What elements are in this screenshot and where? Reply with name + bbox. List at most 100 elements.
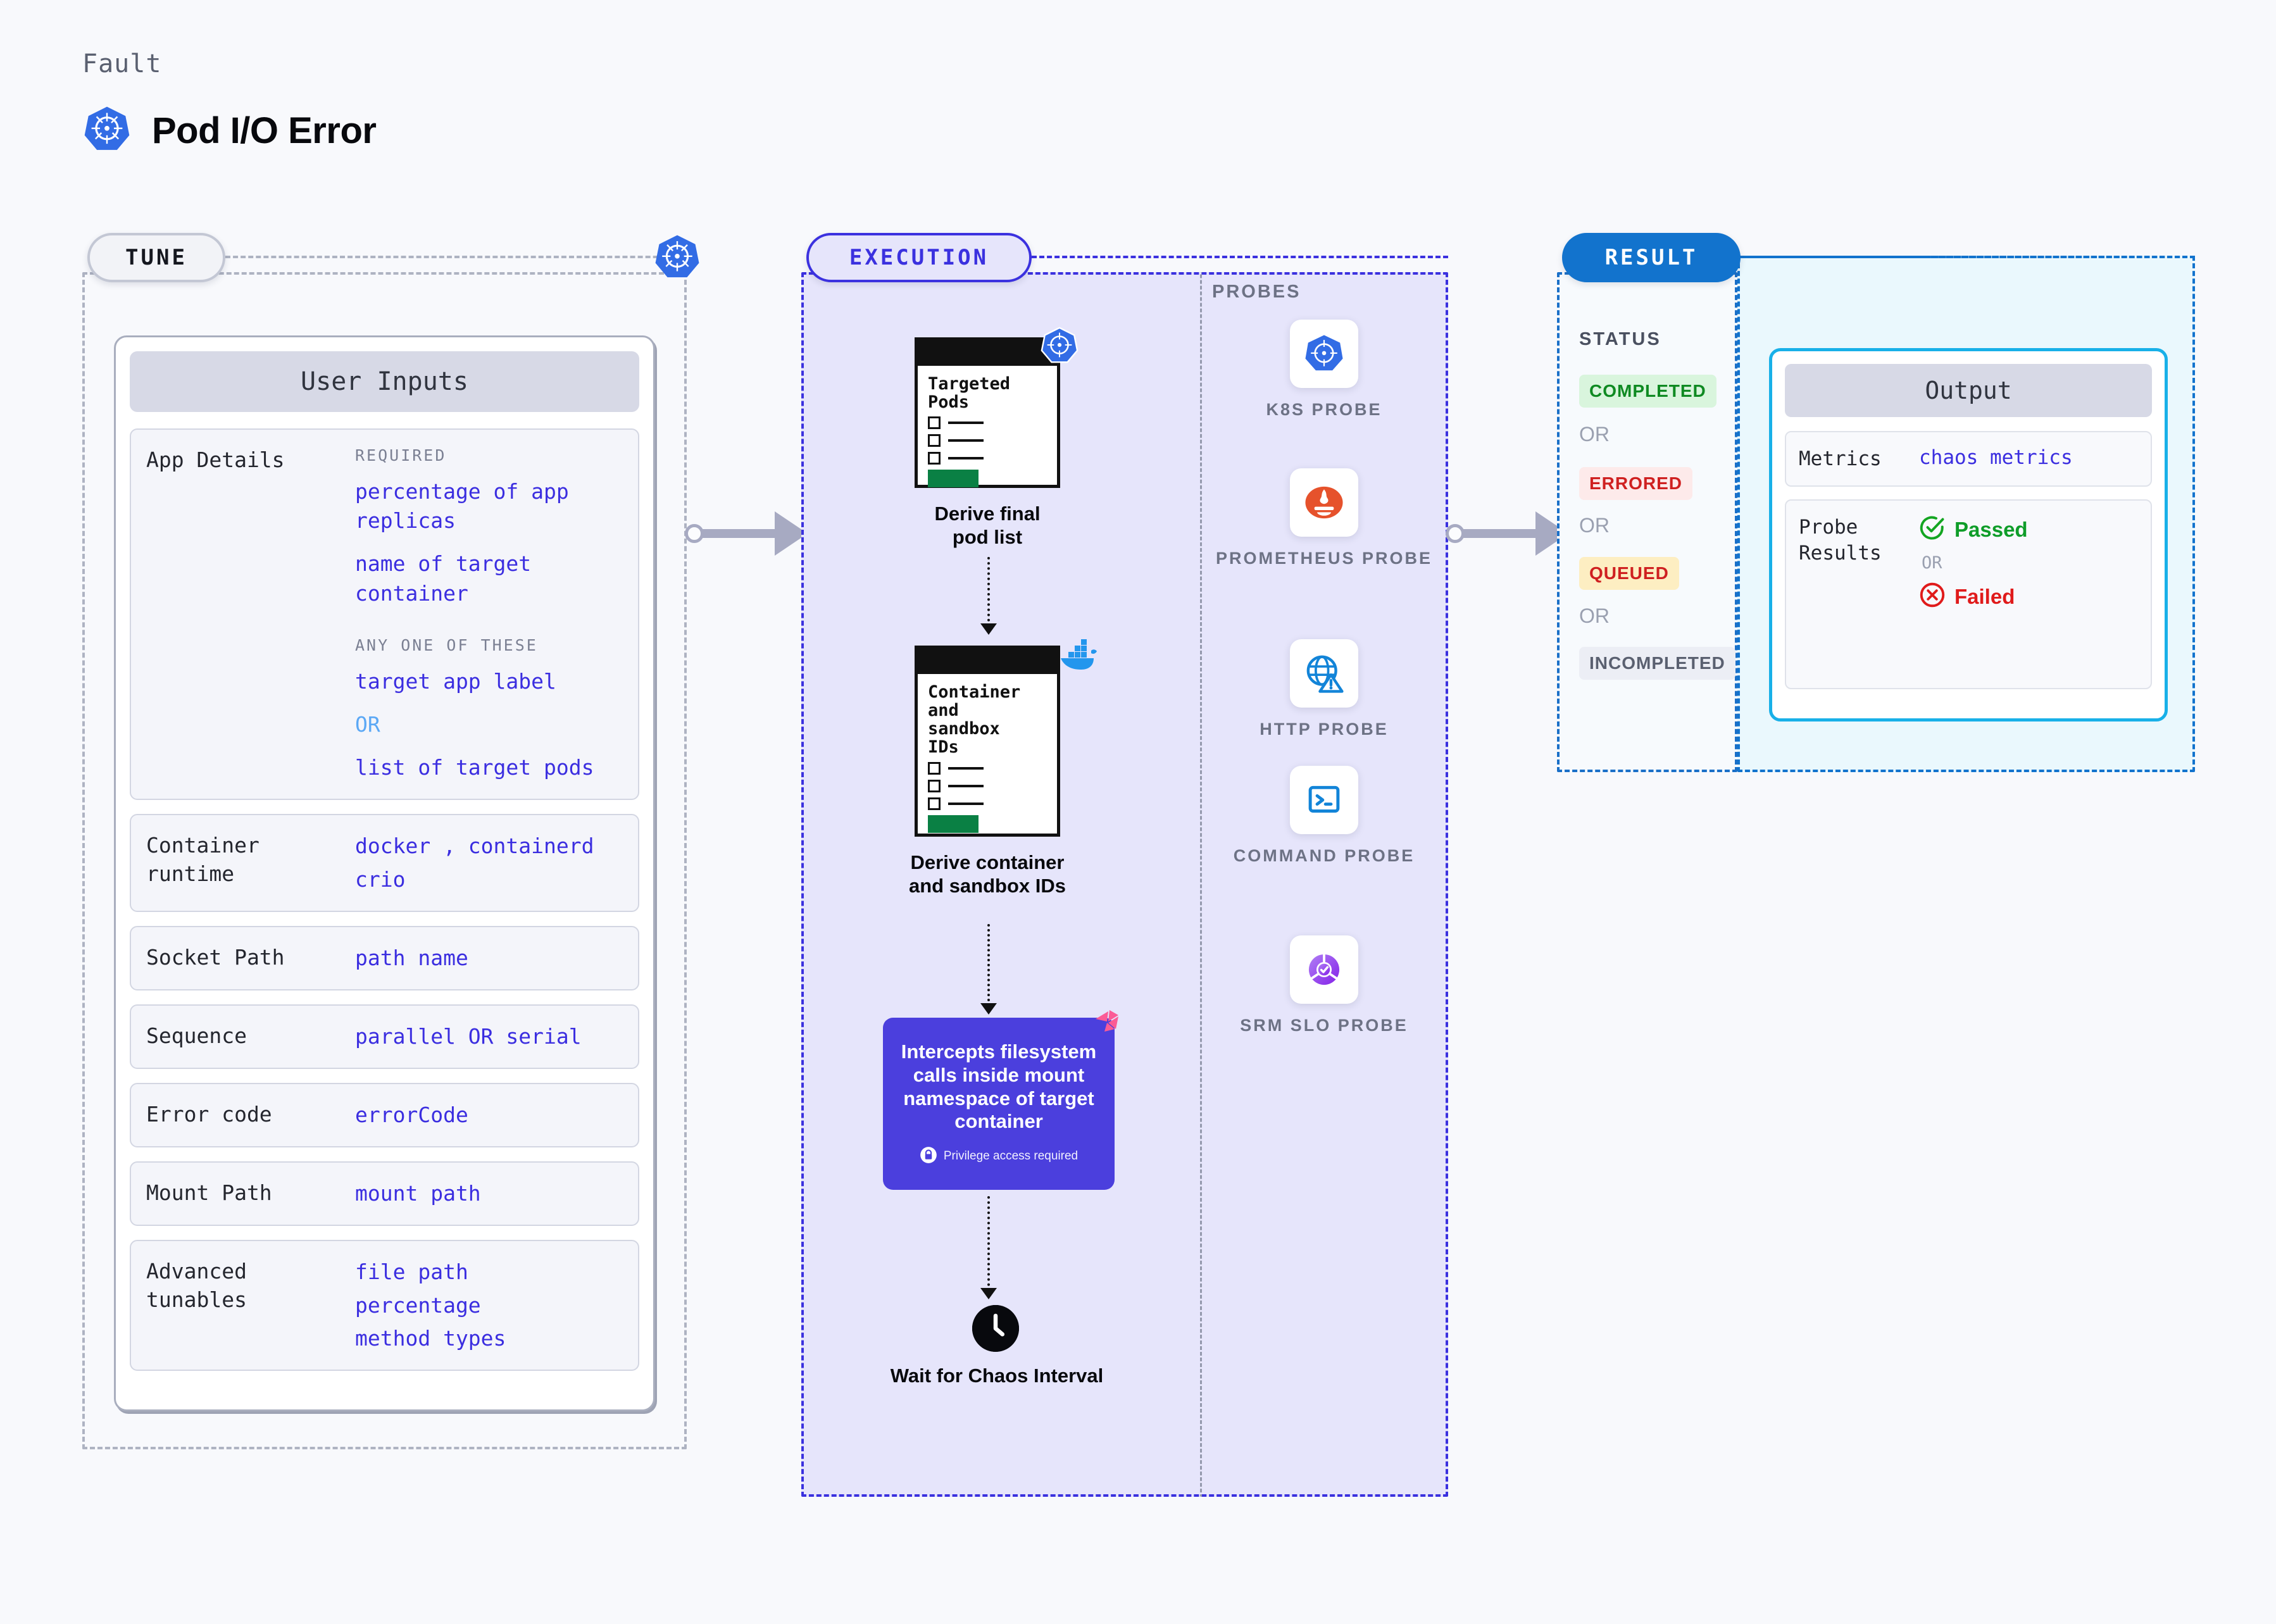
status-badge: INCOMPLETED (1579, 647, 1735, 680)
kubernetes-icon (1040, 326, 1079, 368)
page-title: Pod I/O Error (152, 110, 377, 151)
probes-column (1200, 272, 1448, 1497)
group-caption: REQUIRED (355, 446, 447, 465)
docker-icon (1057, 638, 1099, 674)
probe-passed-label: Passed (1954, 517, 2028, 541)
row-value: target app label (355, 668, 556, 694)
action-card: Intercepts filesystem calls inside mount… (883, 1010, 1118, 1190)
globe-warning-icon (1290, 639, 1358, 708)
clock-icon (972, 1305, 1019, 1352)
execution-step-2: Container and sandbox IDs Derive contain… (909, 639, 1097, 897)
probe-item-k8s[interactable]: K8S PROBE (1200, 320, 1448, 421)
row-label: Sequence (146, 1023, 247, 1048)
table-row: App Details REQUIRED percentage of app r… (130, 428, 639, 801)
flow-dash-3 (987, 1196, 990, 1291)
tune-pill[interactable]: TUNE (87, 233, 225, 282)
row-value: mount path (355, 1181, 481, 1206)
table-row: Sequence parallel OR serial (130, 1004, 639, 1070)
row-value: name of target container (355, 551, 532, 606)
table-row: Mount Path mount path (130, 1161, 639, 1227)
status-badge: COMPLETED (1579, 375, 1716, 408)
x-circle-icon (1919, 582, 1946, 611)
row-value: file path (355, 1259, 468, 1285)
probe-label: COMMAND PROBE (1233, 846, 1415, 865)
row-value: list of target pods (355, 755, 594, 780)
row-value: chaos metrics (1919, 446, 2073, 469)
result-pill[interactable]: RESULT (1562, 233, 1741, 282)
table-row: Container runtime docker , containerd cr… (130, 814, 639, 912)
flow-arrow-2 (980, 1003, 997, 1015)
prometheus-icon (1290, 468, 1358, 537)
terminal-icon (1290, 766, 1358, 834)
row-value: parallel OR serial (355, 1023, 582, 1049)
doc-title: Container and sandbox IDs (928, 682, 1021, 758)
targeted-pods-doc-icon: Targeted Pods (915, 337, 1060, 488)
row-value: percentage (355, 1292, 481, 1318)
table-row: Probe Results Passed OR (1785, 499, 2152, 690)
kubernetes-icon (653, 233, 701, 281)
tune-panel (82, 272, 687, 1449)
result-status-panel (1557, 272, 1737, 772)
row-label: Advanced tunables (146, 1259, 247, 1312)
execution-pill[interactable]: EXECUTION (806, 233, 1032, 282)
probes-section-label: PROBES (1212, 282, 1301, 302)
probe-label: SRM SLO PROBE (1240, 1016, 1408, 1035)
step-caption: Derive container and sandbox IDs (908, 851, 1066, 897)
row-label: Metrics (1799, 447, 1882, 470)
probe-failed-label: Failed (1954, 584, 2015, 608)
row-value-or: OR (355, 711, 380, 737)
fault-title-row: Pod I/O Error (82, 104, 377, 157)
step-caption: Derive final pod list (934, 503, 1041, 549)
row-value: docker , containerd (355, 834, 594, 859)
status-or: OR (1579, 423, 1610, 446)
status-label: STATUS (1579, 329, 1661, 349)
row-label: Error code (146, 1102, 272, 1127)
result-top-divider (1741, 256, 2195, 258)
row-label: Socket Path (146, 944, 285, 970)
probe-or-label: OR (1922, 553, 1942, 573)
tune-top-divider (225, 256, 689, 258)
connector-tune-to-execution (685, 506, 819, 561)
row-value: errorCode (355, 1102, 468, 1128)
flow-arrow-1 (980, 623, 997, 635)
execution-step-1: Targeted Pods Derive final pod list (915, 327, 1079, 549)
flow-dash-2 (987, 924, 990, 1006)
output-card: Output Metrics chaos metrics Probe Resul… (1769, 348, 2168, 721)
flow-dash-1 (987, 557, 990, 627)
probe-item-command[interactable]: COMMAND PROBE (1200, 766, 1448, 867)
doc-title: Targeted Pods (928, 374, 1011, 413)
row-label: App Details (146, 447, 285, 472)
flow-arrow-3 (980, 1288, 997, 1299)
slo-donut-icon (1290, 935, 1358, 1004)
probe-item-srm-slo[interactable]: SRM SLO PROBE (1200, 935, 1448, 1037)
group-caption: ANY ONE OF THESE (355, 635, 538, 654)
probe-label: HTTP PROBE (1260, 720, 1389, 739)
status-or: OR (1579, 604, 1610, 627)
probe-label: PROMETHEUS PROBE (1215, 549, 1433, 568)
litmus-icon (1089, 1008, 1123, 1042)
probe-item-prometheus[interactable]: PROMETHEUS PROBE (1200, 468, 1448, 570)
row-value: path name (355, 945, 468, 970)
action-card-text: Intercepts filesystem calls inside mount… (901, 1040, 1097, 1133)
status-badge: QUEUED (1579, 557, 1679, 590)
lock-icon (920, 1146, 937, 1167)
probe-item-http[interactable]: HTTP PROBE (1200, 639, 1448, 740)
fault-kicker: Fault (82, 49, 162, 78)
wait-step-caption: Wait for Chaos Interval (890, 1365, 1104, 1387)
table-row: Error code errorCode (130, 1083, 639, 1148)
probe-label: K8S PROBE (1266, 400, 1382, 419)
row-value: percentage of app replicas (355, 479, 569, 534)
kubernetes-icon (82, 104, 132, 157)
output-title: Output (1785, 364, 2152, 417)
row-label: Probe Results (1799, 516, 1882, 565)
check-circle-icon (1919, 515, 1946, 544)
table-row: Metrics chaos metrics (1785, 431, 2152, 487)
table-row: Advanced tunables file path percentage m… (130, 1240, 639, 1371)
container-sandbox-doc-icon: Container and sandbox IDs (915, 646, 1060, 837)
row-value: method types (355, 1325, 506, 1351)
row-label: Mount Path (146, 1180, 272, 1206)
row-value: crio (355, 866, 406, 892)
table-row: Socket Path path name (130, 925, 639, 990)
execution-top-divider (1032, 256, 1448, 258)
privilege-note: Privilege access required (943, 1149, 1079, 1163)
